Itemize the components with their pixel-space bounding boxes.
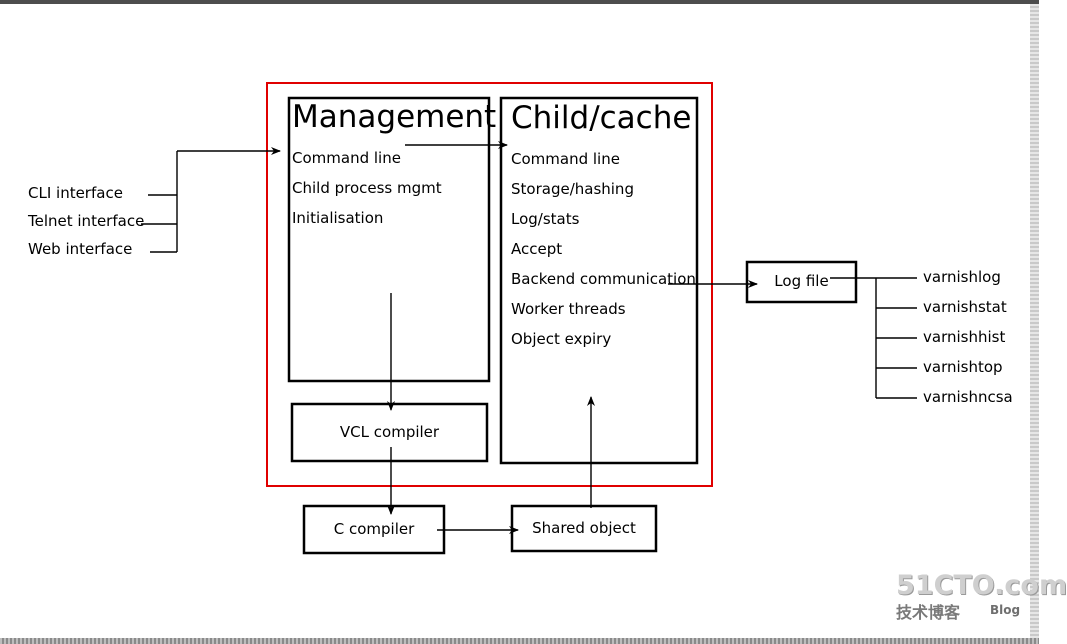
child-item-accept: Accept — [511, 240, 563, 258]
log-tools-bracket — [830, 277, 917, 399]
right-edge-border — [1030, 4, 1039, 640]
telnet-interface-label: Telnet interface — [28, 212, 145, 230]
management-item-command-line: Command line — [292, 149, 401, 167]
child-cache-title: Child/cache — [511, 100, 692, 136]
web-interface-label: Web interface — [28, 240, 133, 258]
tool-varnishtop: varnishtop — [923, 358, 1003, 376]
c-compiler-box — [302, 504, 446, 555]
vcl-compiler-box — [290, 402, 489, 463]
management-box — [287, 96, 491, 383]
log-file-box — [745, 260, 858, 304]
tool-varnishhist: varnishhist — [923, 328, 1006, 346]
shared-object-box — [510, 504, 658, 553]
management-title: Management — [292, 99, 497, 135]
child-cache-box — [499, 96, 699, 465]
tool-varnishlog: varnishlog — [923, 268, 1001, 286]
tool-varnishncsa: varnishncsa — [923, 388, 1013, 406]
watermark-site-logo: 51CTO.com — [896, 570, 1067, 601]
bottom-edge-border — [0, 638, 1039, 644]
child-item-object-expiry: Object expiry — [511, 330, 612, 348]
architecture-diagram — [141, 82, 917, 555]
cli-interface-label: CLI interface — [28, 184, 123, 202]
vcl-compiler-label: VCL compiler — [339, 423, 440, 441]
watermark-cn-text: 技术博客 — [896, 603, 961, 622]
management-item-initialisation: Initialisation — [292, 209, 384, 227]
interfaces-bracket — [141, 151, 178, 253]
management-item-child-process-mgmt: Child process mgmt — [292, 179, 442, 197]
window-top-border — [0, 0, 1039, 4]
child-item-command-line: Command line — [511, 150, 620, 168]
child-item-worker-threads: Worker threads — [511, 300, 626, 318]
c-compiler-label: C compiler — [333, 520, 415, 538]
tool-varnishstat: varnishstat — [923, 298, 1007, 316]
child-item-log-stats: Log/stats — [511, 210, 580, 228]
child-item-backend-communication: Backend communication — [511, 270, 696, 288]
child-item-storage-hashing: Storage/hashing — [511, 180, 634, 198]
log-file-label: Log file — [774, 272, 829, 290]
watermark-blog-text: Blog — [990, 603, 1021, 617]
shared-object-label: Shared object — [532, 519, 636, 537]
